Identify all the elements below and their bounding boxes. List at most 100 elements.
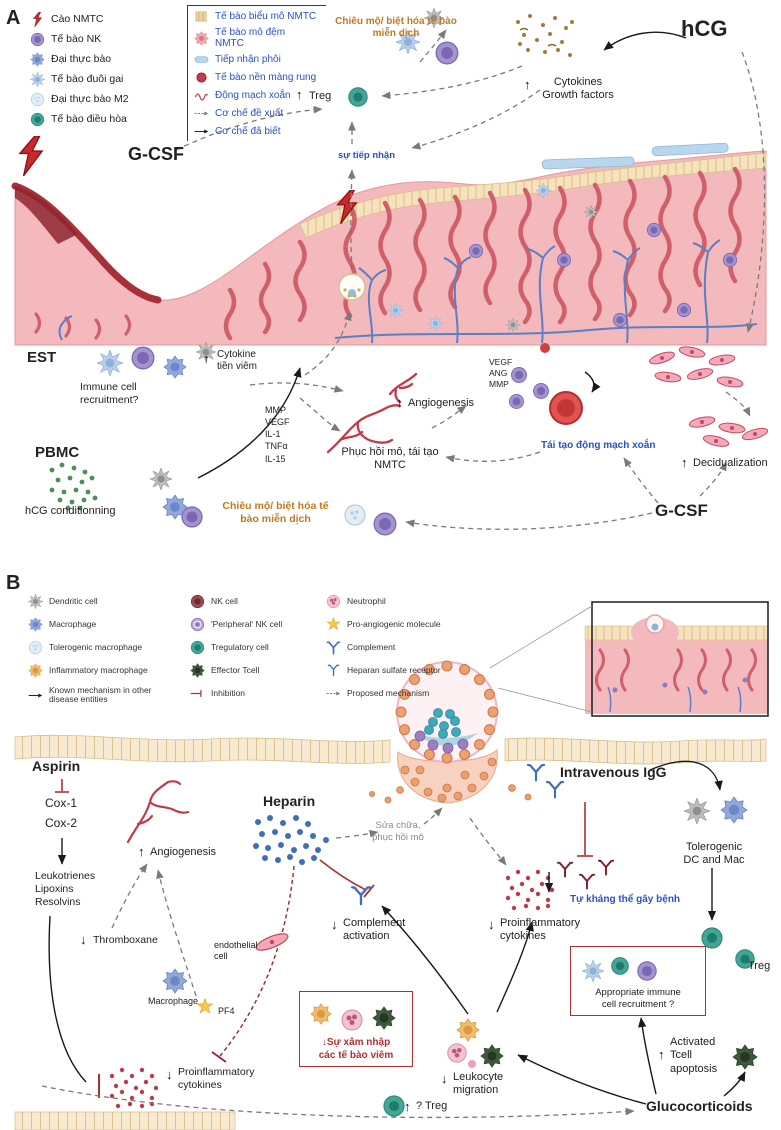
implanting-embryo — [338, 273, 366, 301]
legend-label: Cào NMTC — [51, 12, 104, 25]
dendritic-cell-icon — [28, 594, 43, 609]
immune-recruitment-top-label: Chiêu mộ/ biệt hóa tế bào miễn dịch — [335, 16, 457, 40]
legend-b-col1: Dendritic cell Macrophage Tolerogenic ma… — [28, 594, 180, 705]
complement-activation-label: Complement activation — [343, 917, 406, 943]
leukotrienes-label: Leukotrienes Lipoxins Resolvins — [35, 870, 96, 908]
pro-angiogenic-molecule-icon — [326, 617, 341, 632]
proposed-mechanism-icon — [194, 111, 209, 116]
legend-label: Inhibition — [211, 687, 246, 698]
legend-label: Heparan sulfate receptor — [347, 664, 441, 675]
gcsf-bottom-label: G-CSF — [655, 501, 708, 520]
treg-question-label: ? Treg — [416, 1100, 448, 1112]
legend-item: Neutrophil — [326, 594, 484, 609]
decidual-cells — [649, 346, 769, 447]
legend-item: Inflammatory macrophage — [28, 663, 180, 678]
macrophage-icon — [28, 617, 43, 632]
legend-label: Tregulatory cell — [211, 641, 269, 652]
heparin-inhibition — [211, 859, 375, 1063]
legend-item: Tế bào nền màng rung — [194, 70, 326, 85]
neutrophil-icon — [326, 594, 341, 609]
mediator-list: MMP VEGF IL-1 TNFα IL-15 — [265, 405, 290, 464]
legend-item: Đại thực bào M2 — [30, 92, 129, 107]
legend-label: Proposed mechanism — [347, 687, 430, 698]
down-arrow-icon: ↓ — [80, 932, 87, 947]
spiral-arteries — [58, 239, 758, 344]
treg-label-right: Treg — [748, 960, 771, 972]
thromboxane-label: Thromboxane — [93, 934, 158, 946]
proposed-mechanism-arrows-a — [175, 29, 766, 530]
tissue-repair-label-b: Sửa chữa, phục hồi mô — [372, 820, 424, 843]
up-arrow-icon: ↑ — [681, 455, 688, 470]
legend-label: Đại thực bào M2 — [51, 92, 129, 105]
decidualization-label: Decidualization — [693, 457, 768, 469]
treg-label-top: Treg — [309, 90, 332, 102]
panel-b-artwork — [14, 601, 769, 1130]
down-arrow-icon: ↓ — [166, 1067, 173, 1082]
nk-cell-icon — [190, 594, 205, 609]
treg-cell-icon — [30, 112, 45, 127]
angiogenesis-label-b: Angiogenesis — [150, 846, 217, 858]
up-arrow-icon: ↑ — [138, 844, 145, 859]
treg-cells-right — [701, 927, 755, 969]
aspirin-label: Aspirin — [32, 758, 81, 774]
heparin-label: Heparin — [263, 793, 316, 809]
legend-tissue: Tế bào biểu mô NMTC Tế bào mô đệm NMTC T… — [187, 5, 326, 141]
legend-label: Neutrophil — [347, 595, 386, 606]
legend-cells: Cào NMTC Tế bào NK Đại thực bào Tế bào đ… — [30, 12, 129, 127]
ivig-inhibition — [577, 802, 593, 857]
legend-item: Inhibition — [190, 686, 316, 701]
endothelial-cell-label: endothelial cell — [214, 940, 258, 961]
epithelium-band-b — [14, 734, 767, 1130]
inflammatory-macrophage-icon — [28, 663, 43, 678]
legend-label: Effector Tcell — [211, 664, 260, 675]
treg-cell-bottom — [383, 1095, 405, 1117]
proinflammatory-dots-left — [109, 1067, 159, 1109]
complement-icon — [326, 640, 341, 655]
proposed-mechanism-arrows-b — [41, 807, 635, 1119]
legend-label: Pro-angiogenic molecule — [347, 618, 441, 629]
proposed-mechanism-icon — [326, 691, 341, 696]
panel-a-artwork — [11, 8, 769, 536]
ivig-label: Intravenous IgG — [560, 764, 667, 780]
appropriate-recruitment-box: Appropriate immune cell recruitment ? — [570, 946, 706, 1016]
legend-item: Động mạch xoắn — [194, 88, 326, 103]
nk-cell-icon — [30, 32, 45, 47]
legend-label: Cơ chế đề xuất — [215, 108, 284, 119]
known-mechanism-arrows-b — [381, 760, 746, 1105]
vegf-list: VEGF ANG MMP — [489, 357, 513, 390]
immune-cell-recruitment-label: Immune cell recruitment? — [80, 381, 139, 406]
inflammatory-invasion-box: ↓Sự xâm nhập các tế bào viêm — [299, 991, 413, 1067]
legend-item: Tế bào mô đệm NMTC — [194, 27, 326, 49]
tolerogenic-cells — [684, 796, 748, 824]
legend-b: Dendritic cell Macrophage Tolerogenic ma… — [28, 594, 484, 705]
aspirin-pathway — [48, 779, 100, 1098]
legend-label: Tế bào nền màng rung — [215, 72, 317, 83]
autoantibody-label: Tự kháng thể gây bệnh — [570, 894, 681, 905]
est-label: EST — [27, 349, 57, 366]
legend-item: Cào NMTC — [30, 12, 129, 27]
cox1-label: Cox-1 — [45, 796, 78, 810]
legend-item: Dendritic cell — [28, 594, 180, 609]
legend-item: Complement — [326, 640, 484, 655]
receptivity-icon — [194, 56, 209, 63]
legend-label: Tiếp nhận phôi — [215, 54, 281, 65]
m2-macrophage-icon — [30, 92, 45, 107]
heparin-dots — [253, 815, 329, 865]
cytokine-dots — [516, 14, 574, 57]
spiral-artery-icon — [194, 93, 209, 101]
legend-label: Macrophage — [49, 618, 97, 629]
panel-a-tag: A — [6, 7, 21, 29]
legend-label: Tolerogenic macrophage — [49, 641, 143, 652]
complement-molecule — [351, 886, 371, 906]
up-arrow-icon: ↑ — [396, 395, 403, 410]
legend-item: Cơ chế đề xuất — [194, 106, 326, 121]
up-arrow-icon: ↑ — [404, 1099, 411, 1114]
legend-item: Tế bào điều hòa — [30, 112, 129, 127]
apoptotic-tcell — [732, 1044, 758, 1070]
angiogenesis-vessels-a — [326, 372, 418, 454]
legend-label: Known mechanism in other disease entitie… — [49, 685, 152, 705]
blastocyst — [368, 660, 532, 804]
pf4-label: PF4 — [218, 1006, 235, 1016]
legend-item: Tế bào NK — [30, 32, 129, 47]
